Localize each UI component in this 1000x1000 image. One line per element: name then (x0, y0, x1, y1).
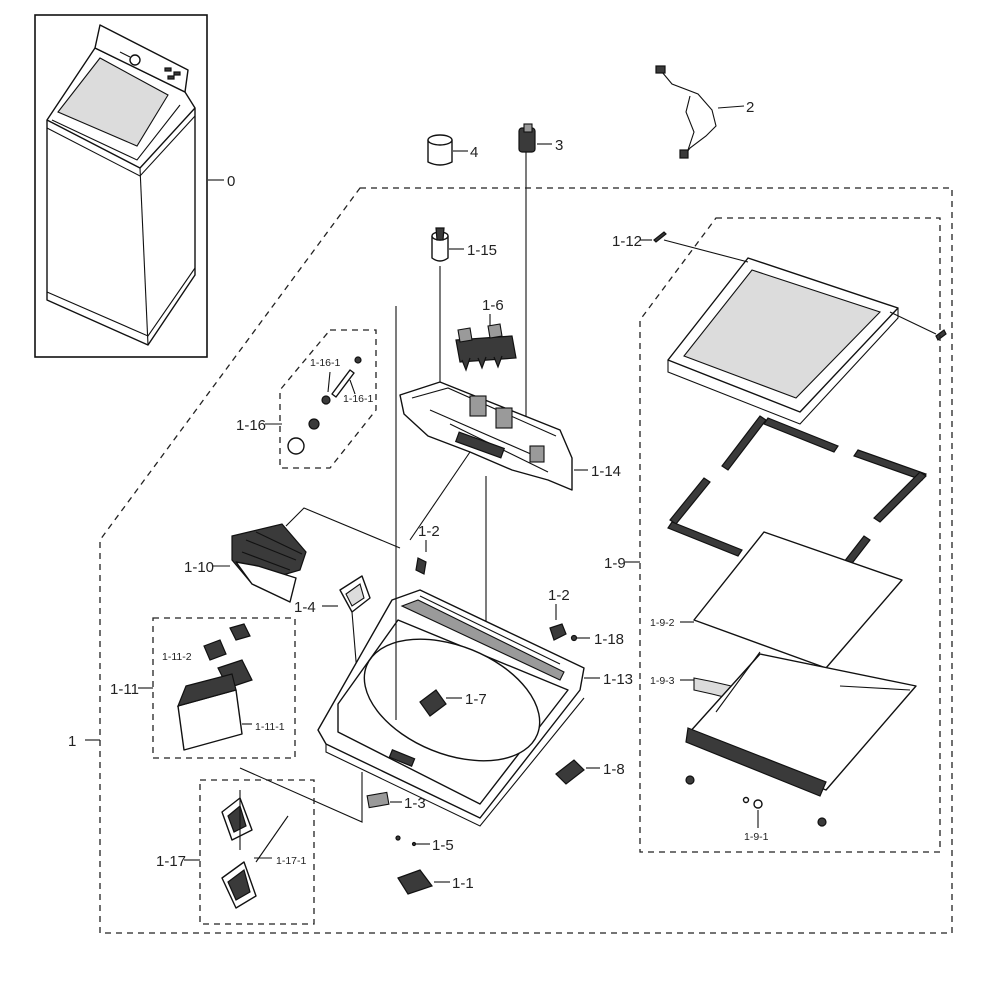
washer-illustration (46, 24, 196, 346)
label-1-18: 1-18 (594, 631, 624, 648)
label-1-11-1: 1-11-1 (255, 721, 285, 733)
label-2: 2 (746, 99, 754, 116)
part-1-4: 1-4 (294, 575, 371, 711)
assembly-1-boundary (99, 187, 953, 934)
part-1-11-group: 1-11 1-11-2 1-11-1 (110, 617, 296, 759)
label-1-10: 1-10 (184, 559, 214, 576)
label-1-16-1a: 1-16-1 (310, 357, 341, 369)
label-1-11-2: 1-11-2 (162, 651, 192, 663)
part-1-15: 1-15 (431, 227, 497, 390)
label-1-3: 1-3 (404, 795, 426, 812)
part-1-16-group: 1-16 1-16-1 1-16-1 (236, 329, 377, 469)
label-1-5: 1-5 (432, 837, 454, 854)
label-1-8: 1-8 (603, 761, 625, 778)
part-1-6: 1-6 (455, 297, 517, 372)
label-1-12: 1-12 (612, 233, 642, 250)
part-1-10: 1-10 (184, 507, 401, 603)
label-1-6: 1-6 (482, 297, 504, 314)
label-1-17: 1-17 (156, 853, 186, 870)
part-1-3: 1-3 (239, 767, 426, 823)
label-1-9-1: 1-9-1 (744, 831, 769, 843)
label-1-16: 1-16 (236, 417, 266, 434)
part-1-1: 1-1 (397, 869, 474, 895)
label-1-2a: 1-2 (418, 523, 440, 540)
part-1-14: 1-14 (399, 381, 621, 622)
part-4-cap: 4 (427, 134, 478, 166)
part-1-12: 1-12 (612, 231, 947, 341)
label-1-11: 1-11 (110, 681, 139, 698)
label-1-14: 1-14 (591, 463, 621, 480)
label-1-16-1b: 1-16-1 (343, 393, 374, 405)
label-1-13: 1-13 (603, 671, 633, 688)
part-1-13-top-cover: 1-13 (317, 306, 633, 827)
label-3: 3 (555, 137, 563, 154)
label-1-9-2: 1-9-2 (650, 617, 675, 629)
label-1-1: 1-1 (452, 875, 474, 892)
label-1-2b: 1-2 (548, 587, 570, 604)
part-1-7: 1-7 (419, 689, 487, 717)
part-1-17-group: 1-17 1-17-1 (156, 779, 315, 925)
label-1-17-1: 1-17-1 (276, 855, 307, 867)
part-1-9-group: 1-9 1-9-2 1-9-3 1-9-1 (604, 217, 941, 853)
label-1-9-3: 1-9-3 (650, 675, 675, 687)
label-0: 0 (227, 173, 235, 190)
part-1-2-screws: 1-2 1-2 (415, 523, 570, 641)
label-1-7: 1-7 (465, 691, 487, 708)
part-1-8: 1-8 (555, 759, 625, 785)
part-1-5: 1-5 (395, 835, 454, 854)
label-4: 4 (470, 144, 478, 161)
part-1-18: 1-18 (570, 631, 624, 648)
label-1: 1 (68, 733, 76, 750)
label-1-9: 1-9 (604, 555, 626, 572)
part-2-harness: 2 (655, 65, 754, 159)
washer-overview-frame: 0 (34, 14, 235, 358)
label-1-15: 1-15 (467, 242, 497, 259)
label-1-4: 1-4 (294, 599, 316, 616)
